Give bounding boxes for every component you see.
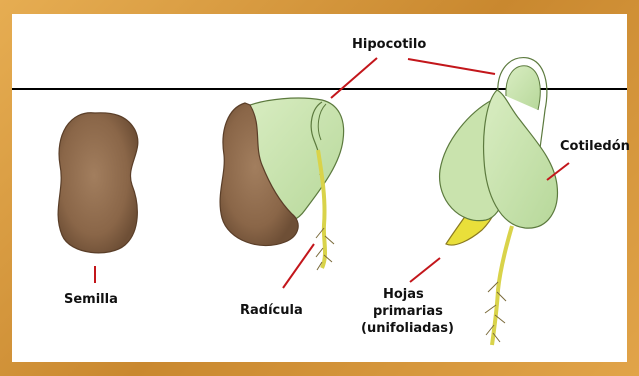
label-semilla: Semilla [64,292,118,307]
hipocotilo-leader-1 [331,58,377,98]
label-radicula: Radícula [240,303,303,318]
seedling-stage-3 [440,58,558,345]
label-hojas-1: Hojas [383,287,424,302]
hojas-leader [410,258,440,282]
hipocotilo-leader-2 [408,59,495,74]
label-hipocotilo: Hipocotilo [352,37,426,52]
label-hojas-2: primarias [373,304,443,319]
label-hojas-3: (unifoliadas) [361,321,454,336]
seed-stage-1 [58,113,138,253]
seed-stage-2 [220,98,344,270]
radicula-leader [283,244,314,288]
label-cotiledon: Cotiledón [560,139,630,154]
